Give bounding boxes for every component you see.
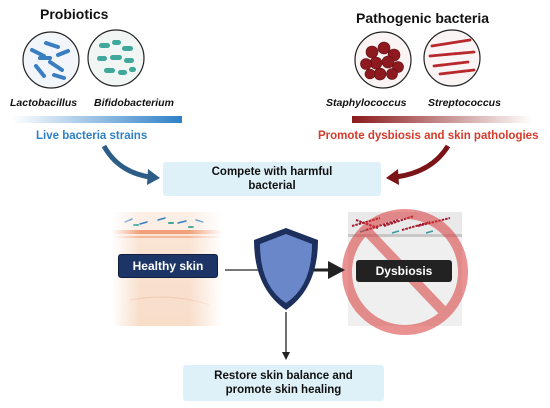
streptococcus-chain-icon <box>423 29 481 87</box>
dysbiosis-label: Dysbiosis <box>356 260 452 282</box>
species-staphylococcus: Staphylococcus <box>326 97 407 109</box>
compete-box: Compete with harmful bacterial <box>163 162 381 196</box>
chain-bacteria-icon <box>87 29 145 87</box>
probiotics-title: Probiotics <box>40 6 109 22</box>
pathogens-title: Pathogenic bacteria <box>356 10 490 26</box>
species-bifidobacterium: Bifidobacterium <box>94 97 174 109</box>
restore-box: Restore skin balance and promote skin he… <box>183 365 384 401</box>
probiotics-arrow <box>101 144 160 185</box>
down-arrow <box>282 312 290 360</box>
cluster-cocci-icon <box>354 31 412 89</box>
pathogens-caption: Promote dysbiosis and skin pathologies <box>318 130 539 142</box>
rod-bacteria-icon <box>22 31 80 89</box>
pathogens-gradient-bar <box>352 116 532 123</box>
probiotics-caption: Live bacteria strains <box>36 130 148 142</box>
species-streptococcus: Streptococcus <box>428 97 501 109</box>
species-lactobacillus: Lactobacillus <box>10 97 78 109</box>
compete-text: Compete with harmful bacterial <box>211 166 333 192</box>
probiotics-gradient-bar <box>12 116 182 123</box>
shield-icon <box>254 228 318 310</box>
healthy-skin-label: Healthy skin <box>118 254 218 278</box>
restore-text-line2: promote skin healing <box>225 384 342 396</box>
restore-text-line1: Restore skin balance and <box>214 370 353 382</box>
pathogens-arrow <box>386 144 451 185</box>
